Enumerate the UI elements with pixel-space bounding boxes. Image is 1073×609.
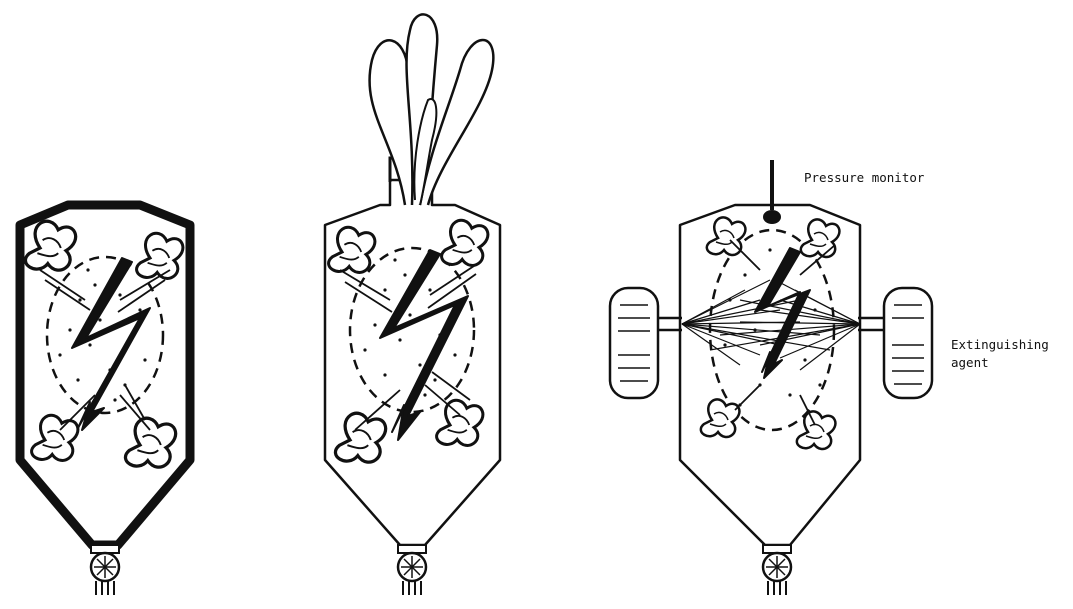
vessel-containment [20, 205, 190, 595]
extinguishing-agent-label-line2: agent [951, 355, 989, 370]
pressure-monitor-label: Pressure monitor [804, 170, 925, 185]
extinguishing-agent-label-line1: Extinguishing [951, 337, 1049, 352]
extinguisher-right [858, 288, 932, 398]
vessel-venting [325, 14, 500, 595]
pressure-monitor-sensor [763, 160, 781, 224]
extinguisher-left [610, 288, 682, 398]
vessel-suppression [610, 160, 932, 595]
